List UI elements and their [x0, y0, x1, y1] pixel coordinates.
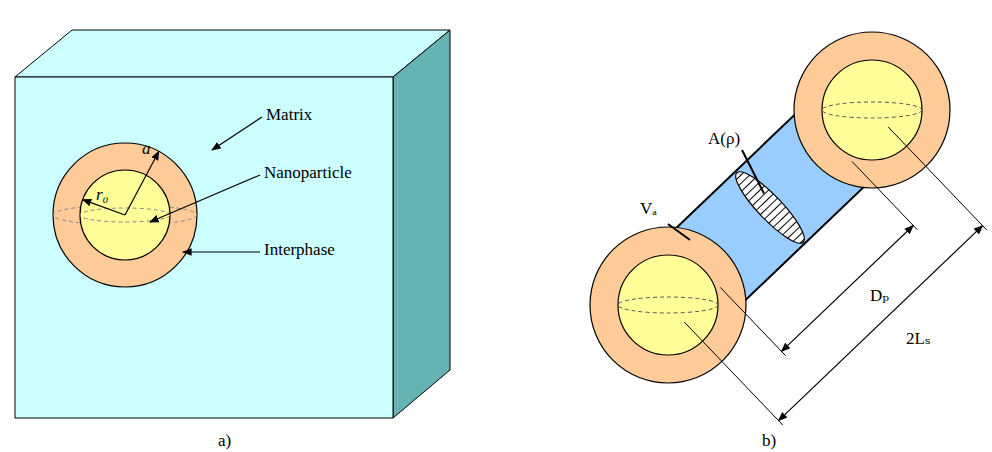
interphase-shell [794, 32, 950, 188]
dimension-line [779, 226, 983, 421]
nanoparticle-core [618, 255, 718, 355]
dimension-symbol: 2Lₛ [906, 330, 931, 349]
leader-line [668, 224, 690, 240]
cube-front [15, 77, 393, 418]
leader-line [183, 251, 260, 252]
extension-line [888, 127, 987, 230]
extension-line [852, 161, 917, 229]
interphase-shell [590, 227, 746, 383]
part-label: Interphase [264, 241, 335, 260]
subfigure-label: b) [762, 432, 776, 451]
dimension-line [782, 226, 914, 352]
leader-line [742, 150, 764, 194]
nanoparticle-core [822, 60, 922, 160]
cube-side [393, 30, 450, 418]
part-symbol: A(ρ) [708, 130, 740, 149]
part-symbol: Vₐ [640, 200, 657, 219]
dimension-symbol: Dₚ [870, 287, 889, 306]
leader-line [150, 175, 260, 222]
radius-arrow [125, 151, 159, 215]
dimension-symbol: a [142, 140, 151, 159]
cube-top [15, 30, 450, 77]
part-label: Matrix [266, 106, 312, 125]
equator-line [822, 102, 922, 118]
equator-line [618, 297, 718, 313]
leader-line [212, 117, 262, 150]
part-label: Nanoparticle [264, 164, 352, 183]
nanoparticle-core [80, 170, 170, 260]
subfigure-label: a) [218, 432, 231, 451]
extension-line [684, 322, 783, 425]
cross-section [728, 165, 812, 251]
dimension-symbol: r₀ [96, 186, 109, 205]
extension-line [720, 287, 785, 355]
interphase-shell [53, 143, 197, 287]
